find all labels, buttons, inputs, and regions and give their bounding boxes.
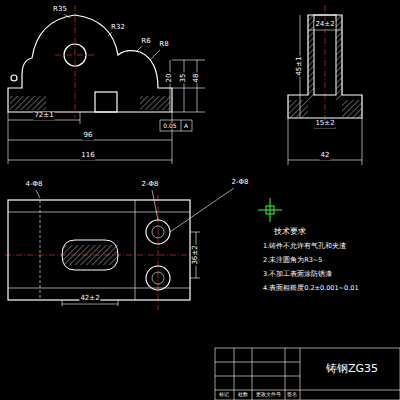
dimension-text: 4-Φ8 (25, 181, 44, 189)
dimension-text: R32 (110, 24, 126, 32)
note-text: 2.未注圆角为R3~5 (262, 257, 323, 264)
dimension-text: 0.05 (162, 122, 177, 129)
dimension-text: A (183, 122, 189, 129)
note-text: 1.铸件不允许有气孔和夹渣 (262, 243, 347, 250)
dimension-text: 48 (193, 73, 201, 84)
dimension-text: R6 (140, 38, 151, 46)
dimension-text: 20 (166, 73, 174, 84)
note-text: 3.不加工表面涂防锈漆 (262, 271, 333, 278)
dimension-text: 15±2 (314, 120, 335, 128)
title-block-text: 铸钢ZG35 (325, 363, 379, 375)
dimension-text: 42±2 (79, 295, 100, 303)
title-block-text: 处数 (237, 392, 249, 398)
title-block-text: 签名 (286, 392, 298, 398)
front-view-outline (8, 15, 172, 112)
slot (95, 92, 117, 112)
dimension-text: 72±1 (33, 112, 54, 120)
dimension-text: 96 (83, 132, 94, 140)
note-text: 4.表面粗糙度0.2±0.001~0.01 (262, 285, 360, 292)
dimension-text: 36±2 (192, 244, 200, 265)
dimension-text: 24±2 (314, 21, 335, 29)
dimension-text: 42 (320, 152, 331, 160)
dimension-text: R8 (158, 41, 169, 49)
small-hole (11, 75, 17, 81)
section-hatch (140, 96, 170, 110)
title-block-text: 更改文件号 (255, 392, 282, 398)
title-block-text: 标记 (218, 392, 230, 398)
dimension-text: R35 (52, 6, 68, 14)
dimension-text: 35 (180, 73, 188, 84)
dimension-text: 2-Φ8 (231, 179, 250, 187)
section-hatch (10, 96, 46, 110)
note-text: 技术要求 (273, 228, 307, 236)
dimension-text: 116 (80, 152, 95, 160)
dimension-text: 45±1 (296, 55, 304, 76)
dimension-text: 2-Φ8 (141, 181, 160, 189)
